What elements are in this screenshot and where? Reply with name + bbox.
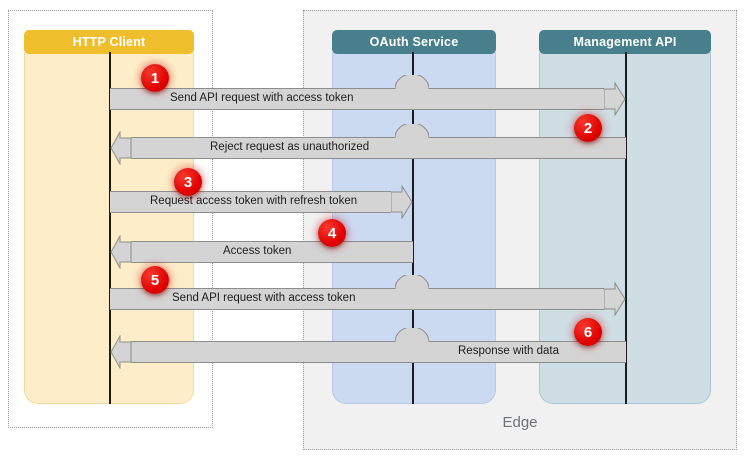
step-badge-4: 4 bbox=[318, 219, 346, 247]
step-badge-1: 1 bbox=[141, 64, 169, 92]
message-2-label: Reject request as unauthorized bbox=[210, 141, 370, 153]
lifeline-stroke-http-client bbox=[109, 52, 111, 404]
message-6-arrowhead bbox=[110, 335, 132, 369]
message-2-lifeline-hop bbox=[395, 124, 429, 139]
step-badge-5: 5 bbox=[141, 266, 169, 294]
message-4-label: Access token bbox=[223, 245, 292, 257]
message-6-shaft bbox=[131, 341, 626, 363]
lifeline-stroke-management-api bbox=[625, 52, 627, 404]
message-2-shaft bbox=[131, 137, 626, 159]
message-3-shaft bbox=[110, 191, 391, 213]
message-3-arrowhead bbox=[391, 185, 413, 219]
message-1-label: Send API request with access token bbox=[170, 92, 354, 104]
step-badge-3: 3 bbox=[174, 168, 202, 196]
message-6-lifeline-hop bbox=[395, 328, 429, 343]
message-4-arrowhead bbox=[110, 235, 132, 269]
message-2-arrowhead bbox=[110, 131, 132, 165]
message-5-lifeline-hop bbox=[395, 275, 429, 290]
lifeline-oauth-service-label: OAuth Service bbox=[332, 30, 496, 54]
message-4-shaft bbox=[131, 241, 413, 263]
message-5-shaft bbox=[110, 288, 604, 310]
message-3-label: Request access token with refresh token bbox=[150, 195, 358, 207]
lifeline-http-client-label: HTTP Client bbox=[24, 30, 194, 54]
lifeline-stroke-oauth-service bbox=[412, 52, 414, 404]
step-badge-6: 6 bbox=[574, 318, 602, 346]
lifeline-management-api-label: Management API bbox=[539, 30, 711, 54]
message-6-label: Response with data bbox=[458, 345, 560, 357]
message-1-shaft bbox=[110, 88, 604, 110]
message-5-label: Send API request with access token bbox=[172, 292, 356, 304]
message-1-lifeline-hop bbox=[395, 75, 429, 90]
message-1-arrowhead bbox=[604, 82, 626, 116]
message-5-arrowhead bbox=[604, 282, 626, 316]
step-badge-2: 2 bbox=[574, 114, 602, 142]
edge-region-label: Edge bbox=[502, 414, 538, 431]
